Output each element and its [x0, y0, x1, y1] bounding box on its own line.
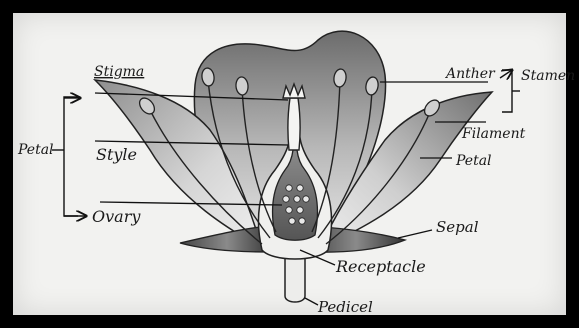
label-pedicel: Pedicel — [317, 298, 373, 316]
label-style: Style — [96, 145, 137, 164]
style-tube — [288, 98, 300, 150]
label-petal-left: Petal — [17, 142, 54, 158]
petal-bracket — [52, 97, 86, 216]
label-ovary: Ovary — [92, 207, 141, 226]
label-stigma: Stigma — [94, 64, 144, 80]
pedicel-stalk — [285, 255, 305, 302]
label-stamen: Stamen — [521, 68, 575, 84]
label-anther: Anther — [444, 66, 496, 82]
label-sepal: Sepal — [436, 218, 479, 236]
stamen-bracket — [500, 70, 520, 112]
stigma-shape — [283, 84, 305, 98]
label-petal-right: Petal — [455, 153, 492, 169]
label-receptacle: Receptacle — [335, 257, 426, 276]
label-filament: Filament — [461, 126, 526, 142]
